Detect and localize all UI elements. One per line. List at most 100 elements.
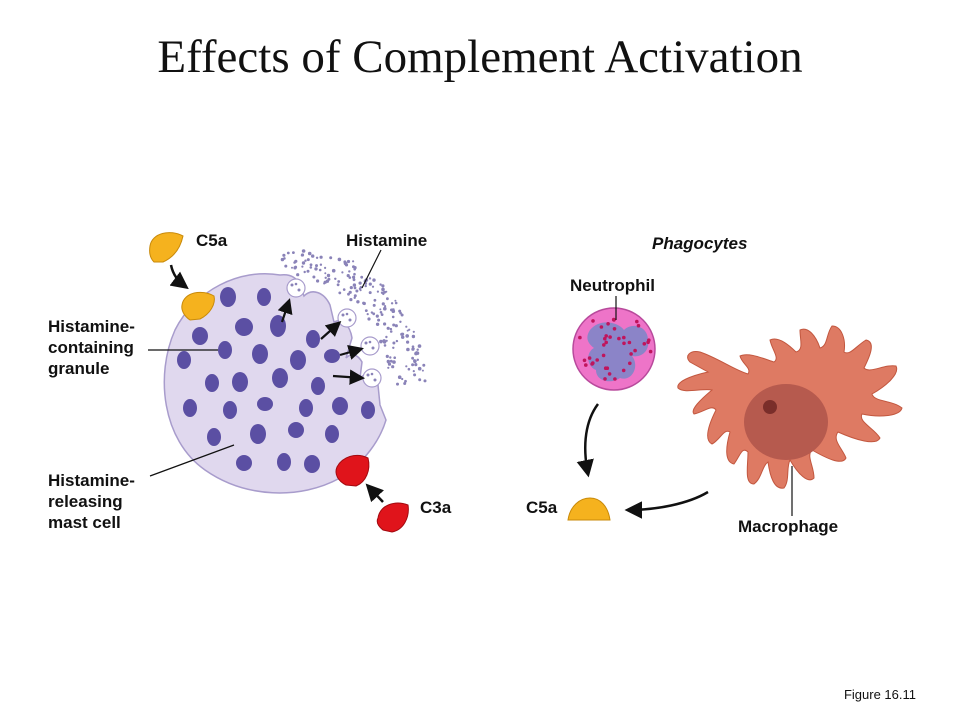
histamine-dot	[341, 271, 344, 274]
histamine-dot	[342, 288, 346, 291]
histamine-dot	[314, 267, 318, 271]
histamine-dot	[416, 358, 419, 361]
granule-release-pockets	[286, 278, 382, 388]
histamine-dot	[352, 265, 355, 269]
histamine-dot	[352, 283, 357, 287]
histamine-dot	[306, 269, 310, 273]
neutrophil-nucleus	[587, 322, 649, 382]
histamine-dot	[368, 282, 372, 286]
c5a-molecule-bound	[181, 291, 215, 321]
histamine-dot	[391, 365, 395, 369]
histamine-dot	[392, 346, 395, 349]
neutrophil-granule-dot	[636, 323, 641, 328]
histamine-dot	[390, 302, 394, 305]
histamine-dot	[411, 345, 415, 349]
histamine-dot	[394, 299, 397, 302]
histamine-dot	[355, 289, 359, 293]
histamine-dot	[326, 273, 331, 278]
histamine-dot	[416, 348, 419, 351]
histamine-dot	[348, 270, 351, 273]
histamine-dot	[368, 291, 372, 295]
mast-cell-label-line-3: mast cell	[48, 513, 121, 532]
histamine-dot	[334, 277, 337, 280]
histamine-dot	[376, 290, 379, 293]
mast-cell-label-line-1: Histamine-	[48, 471, 135, 490]
histamine-dot	[282, 253, 286, 257]
neutrophil-granule-dot	[599, 325, 604, 329]
histamine-dot	[372, 312, 376, 316]
histamine-dot	[292, 251, 295, 255]
neutrophil-granule-dot	[604, 340, 608, 345]
histamine-dot	[367, 317, 371, 321]
histamine-dot	[392, 341, 396, 345]
histamine-dot	[405, 334, 410, 338]
histamine-dot	[423, 379, 427, 383]
histamine-dot	[411, 356, 414, 360]
histamine-dot	[353, 286, 357, 290]
histamine-dot	[375, 322, 380, 326]
histamine-dot	[349, 286, 353, 290]
histamine-dot	[324, 276, 327, 279]
c5a-label-left: C5a	[196, 231, 228, 250]
histamine-dot	[294, 265, 298, 269]
histamine-dot	[315, 264, 318, 268]
histamine-dot	[392, 323, 396, 327]
histamine-dot	[421, 369, 424, 372]
neutrophil-granule-dot	[603, 366, 608, 371]
histamine-dot	[338, 291, 342, 295]
histamine-dot	[406, 347, 410, 352]
histamine-dot	[324, 266, 327, 269]
histamine-label: Histamine	[346, 231, 428, 250]
histamine-dot	[319, 263, 323, 266]
histamine-dot	[323, 282, 326, 285]
histamine-dot	[399, 320, 402, 323]
histamine-dot	[381, 284, 385, 288]
histamine-dot	[405, 365, 408, 368]
neutrophil-granule-dot	[591, 361, 595, 365]
phagocytes-label: Phagocytes	[652, 234, 748, 253]
histamine-dot	[315, 256, 319, 259]
histamine-dot	[405, 325, 408, 328]
granule-label: Histamine- containing granule	[48, 316, 135, 379]
histamine-dot	[383, 306, 387, 311]
neutrophil-granule-dot	[603, 377, 607, 381]
histamine-dot	[368, 277, 372, 280]
histamine-dot	[413, 373, 417, 377]
histamine-dot	[389, 359, 393, 363]
histamine-dot	[296, 273, 300, 277]
neutrophil-granule-dot	[595, 358, 599, 362]
histamine-dot	[401, 335, 405, 339]
histamine-dot	[307, 251, 312, 256]
histamine-dot	[397, 375, 402, 380]
histamine-dot	[411, 363, 415, 367]
histamine-dot	[382, 340, 387, 344]
histamine-dot	[301, 261, 306, 265]
histamine-dot	[370, 311, 374, 314]
histamine-dot	[356, 300, 360, 304]
histamine-dot	[400, 332, 404, 336]
histamine-dot	[418, 378, 422, 382]
histamine-dot	[393, 356, 397, 360]
neutrophil-granule-dot	[602, 343, 606, 347]
histamine-dot	[383, 290, 386, 294]
histamine-dot	[384, 305, 387, 308]
histamine-dot	[343, 261, 348, 266]
histamine-dot	[412, 347, 415, 350]
neutrophil-granule-dot	[607, 372, 612, 376]
histamine-dot	[291, 266, 293, 269]
histamine-dot	[364, 284, 367, 288]
neutrophil-granule-dot	[622, 335, 626, 340]
histamine-dot	[422, 363, 426, 367]
slide-title: Effects of Complement Activation	[157, 31, 803, 83]
histamine-dot	[389, 330, 393, 333]
leader-lines-left	[148, 249, 382, 477]
granule-label-line-3: granule	[48, 359, 110, 378]
histamine-dot	[394, 324, 398, 328]
histamine-dot	[375, 314, 379, 318]
figure-label: Figure 16.11	[843, 687, 916, 702]
histamine-granules	[177, 287, 375, 473]
histamine-dot	[403, 382, 407, 385]
macrophage-nucleus	[744, 384, 828, 460]
histamine-dot	[337, 257, 342, 262]
